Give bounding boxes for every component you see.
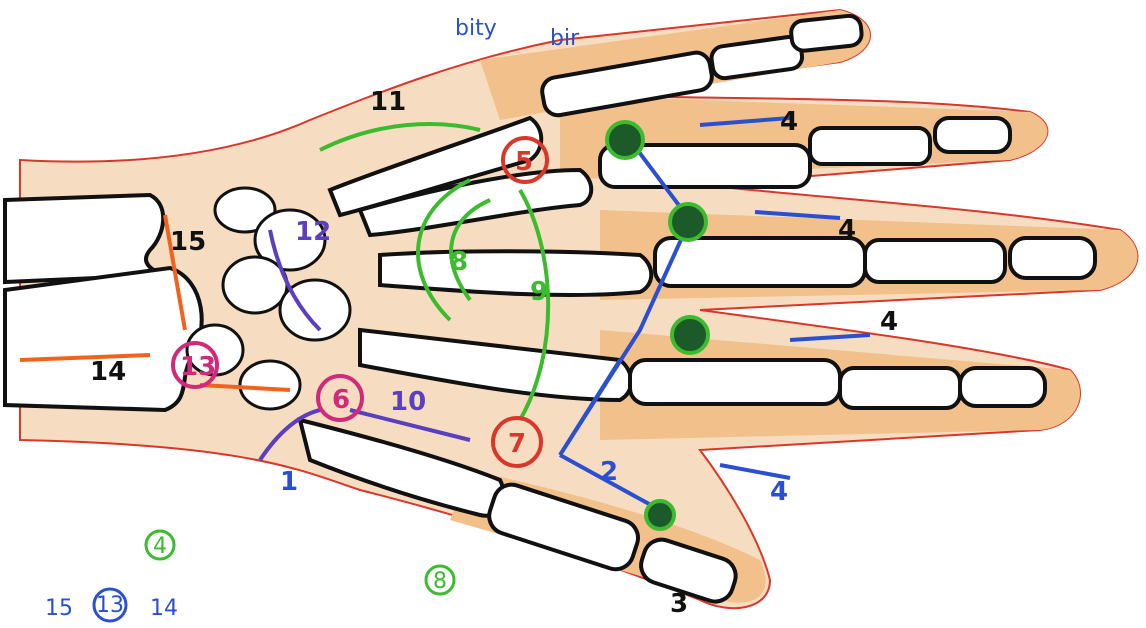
middle-distal: [1010, 238, 1095, 278]
label-8: 8: [450, 247, 468, 277]
note-circled-b: 8: [433, 569, 447, 594]
carpal-3: [223, 257, 287, 313]
note-top-b: bir: [550, 26, 580, 51]
label-4c: 4: [880, 307, 898, 337]
index-distal: [960, 368, 1045, 406]
label-4a: 4: [780, 107, 798, 137]
green-joint-1: [607, 122, 643, 158]
note-bottom-a: 15: [45, 596, 73, 621]
label-9: 9: [530, 277, 548, 307]
label-10: 10: [390, 387, 426, 417]
little-distal: [790, 15, 863, 52]
green-joint-2: [670, 204, 706, 240]
green-joint-4: [646, 501, 674, 529]
label-7: 7: [508, 429, 526, 459]
note-top-a: bity: [455, 16, 497, 41]
label-5: 5: [515, 147, 533, 177]
middle-proximal: [655, 238, 865, 286]
note-circled-a: 4: [153, 534, 167, 559]
green-joint-3: [672, 317, 708, 353]
ring-distal: [935, 118, 1010, 152]
label-14: 14: [90, 357, 126, 387]
label-4b: 4: [838, 215, 856, 245]
label-4d: 4: [770, 477, 788, 507]
note-bottom-b: 13: [96, 593, 124, 618]
note-bottom-c: 14: [150, 596, 178, 621]
label-11: 11: [370, 87, 406, 117]
label-13: 13: [180, 352, 216, 382]
label-2: 2: [600, 457, 618, 487]
ulna-bone: [5, 195, 165, 282]
ring-middle: [810, 128, 930, 164]
index-middle: [840, 368, 960, 408]
carpal-6: [240, 361, 300, 409]
label-15: 15: [170, 227, 206, 257]
index-proximal: [630, 360, 840, 404]
middle-middle: [865, 240, 1005, 282]
label-12: 12: [295, 217, 331, 247]
label-1: 1: [280, 467, 298, 497]
label-3: 3: [670, 589, 688, 619]
label-6: 6: [332, 385, 350, 415]
radius-bone: [5, 268, 202, 410]
